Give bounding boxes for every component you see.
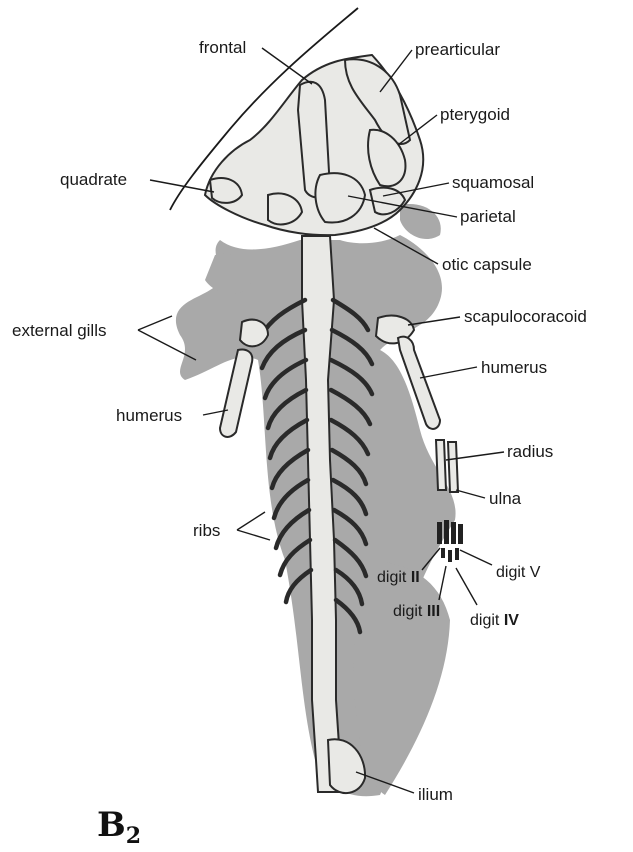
humerus-left-bone — [220, 350, 252, 437]
panel-label: B2 — [97, 808, 141, 847]
panel-subscript: 2 — [126, 823, 141, 849]
scapulocoracoid-left — [240, 320, 268, 347]
label-pterygoid: pterygoid — [440, 105, 510, 124]
label-digit-ii: digit II — [377, 569, 420, 586]
label-external-gills: external gills — [12, 321, 107, 340]
label-frontal: frontal — [199, 38, 246, 57]
label-humerus-left: humerus — [116, 406, 182, 425]
label-scapulocoracoid: scapulocoracoid — [464, 307, 587, 326]
label-ulna: ulna — [489, 489, 522, 508]
label-parietal: parietal — [460, 207, 516, 226]
label-otic-capsule: otic capsule — [442, 255, 532, 274]
label-digit-v: digit V — [496, 564, 541, 581]
lower-shadow — [354, 560, 450, 795]
label-digit-iii: digit III — [393, 603, 440, 620]
label-digit-iv: digit IV — [470, 612, 519, 629]
panel-letter: B — [97, 805, 126, 845]
label-ribs: ribs — [193, 521, 220, 540]
label-squamosal: squamosal — [452, 173, 534, 192]
ulna-bone — [448, 442, 458, 492]
label-quadrate: quadrate — [60, 170, 127, 189]
radius-bone — [436, 440, 446, 490]
label-prearticular: prearticular — [415, 40, 500, 59]
label-humerus-right: humerus — [481, 358, 547, 377]
label-ilium: ilium — [418, 785, 453, 804]
label-radius: radius — [507, 442, 553, 461]
